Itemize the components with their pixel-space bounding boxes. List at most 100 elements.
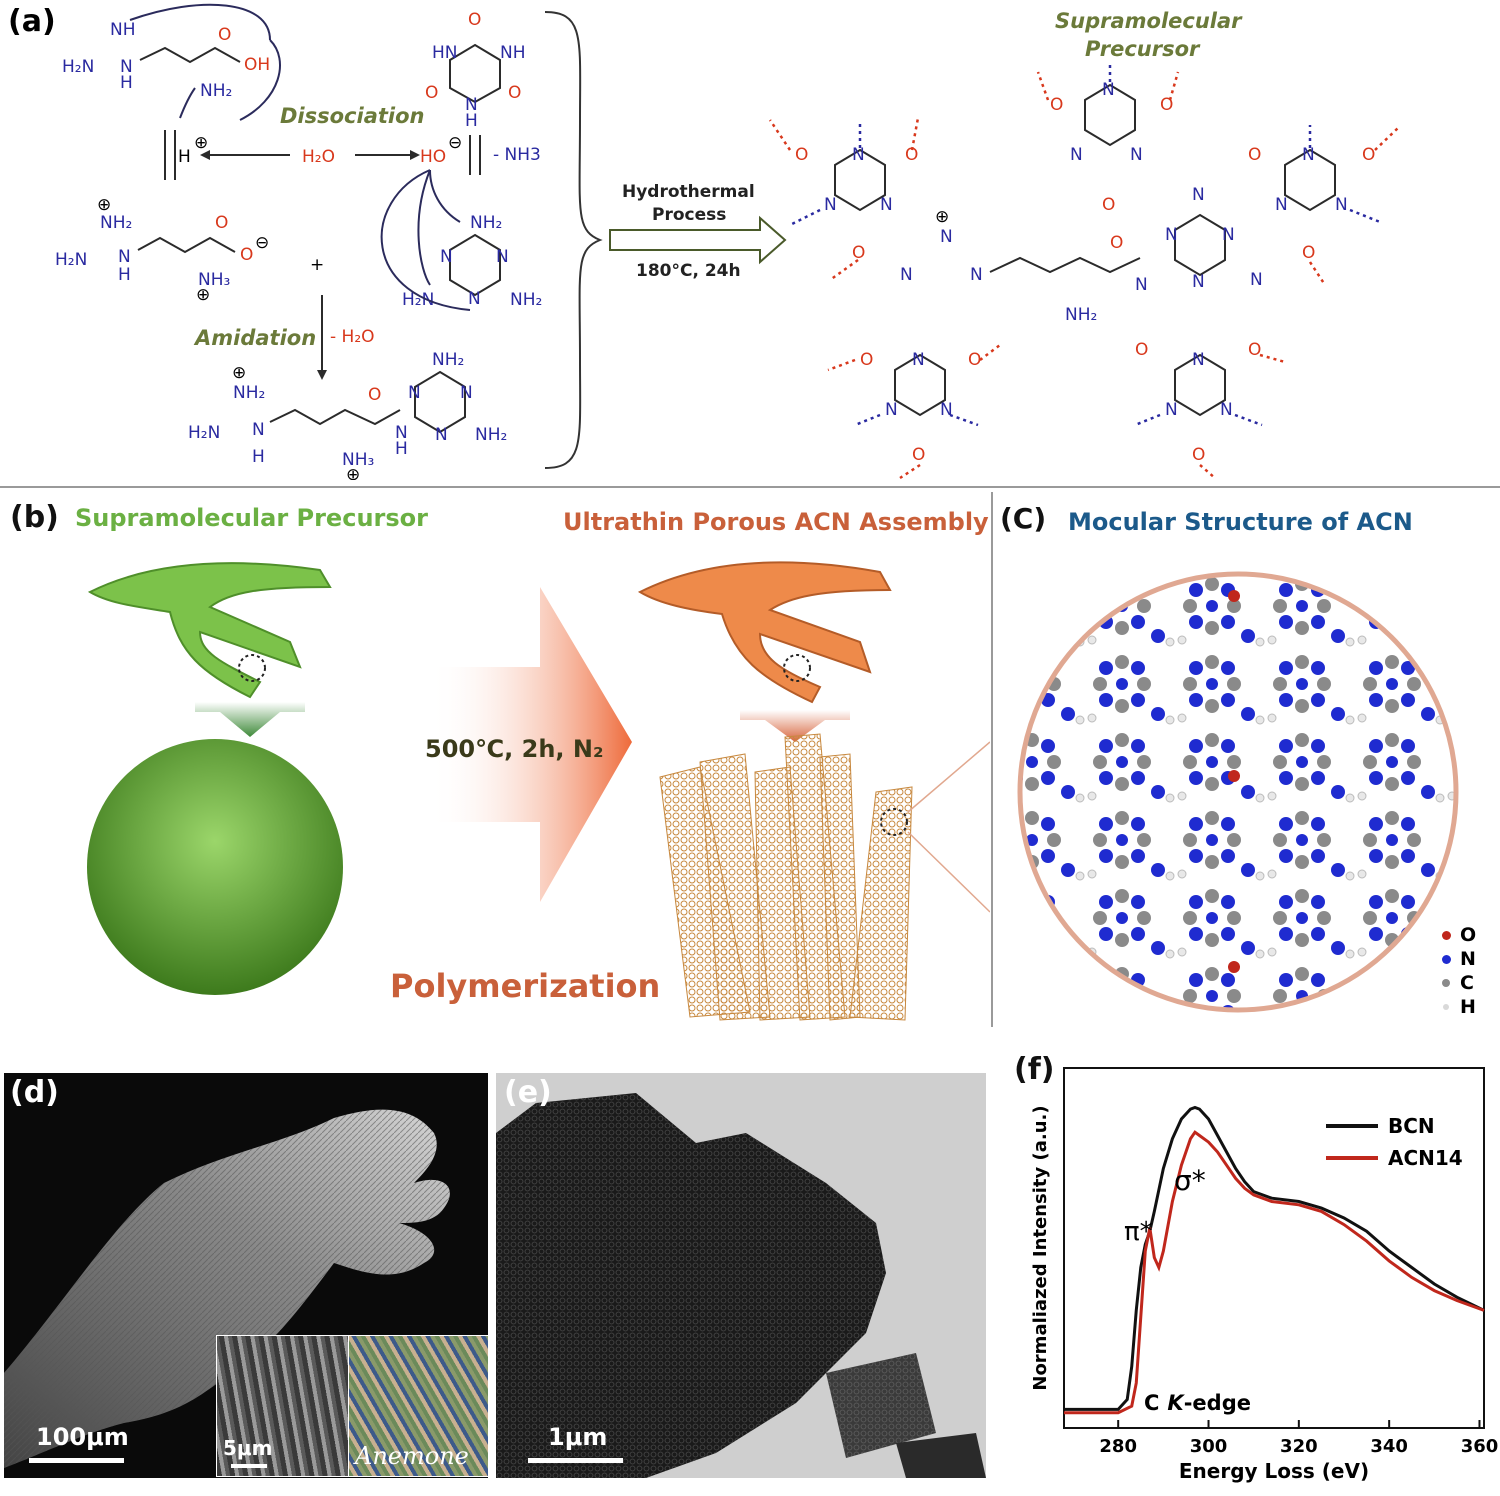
panel-b-polymerization: (b) Supramolecular Precursor Ultrathin P… [0, 492, 990, 1027]
legend-label-bcn: BCN [1388, 1114, 1435, 1138]
svg-text:O: O [1135, 340, 1148, 360]
reaction-scheme-drawing: NH H₂N N H O OH NH₂ H ⊕ H₂O HO ⊖ Dissoci… [55, 3, 1399, 480]
svg-text:O: O [1102, 195, 1115, 215]
hydrothermal-line-1: Hydrothermal [622, 182, 755, 202]
protonated-arginine: ⊕ NH₂ H₂N N H O O ⊖ NH₃ ⊕ [55, 195, 269, 305]
y-axis-label: Normaliazed Intensity (a.u.) [1030, 1105, 1051, 1390]
minus-h2o-label: - H₂O [330, 327, 375, 347]
amidation-label: Amidation [193, 326, 316, 350]
anemone-label: Anemone [355, 1442, 469, 1470]
panel-c-molecular-structure: (C) Mocular Structure of ACN O [996, 492, 1500, 1027]
svg-text:NH₂: NH₂ [1065, 305, 1097, 325]
svg-text:NH₂: NH₂ [233, 383, 265, 403]
svg-text:N: N [252, 420, 265, 440]
svg-text:H₂N: H₂N [402, 290, 434, 310]
svg-text:N: N [970, 265, 983, 285]
inset-scale-line [231, 1464, 267, 1468]
legend-item-o: O [1440, 924, 1500, 948]
svg-text:N: N [1070, 145, 1083, 165]
arginine-molecule: NH H₂N N H O OH NH₂ [62, 3, 281, 121]
svg-text:N: N [880, 195, 893, 215]
svg-text:N: N [1220, 400, 1233, 420]
scale-bar-1um: 1μm [548, 1423, 608, 1451]
svg-text:N: N [1192, 185, 1205, 205]
svg-text:HN: HN [432, 43, 458, 63]
svg-text:N: N [408, 383, 421, 403]
panel-f-label: (f) [1014, 1052, 1055, 1087]
green-nanorod-zoom [87, 739, 343, 995]
svg-text:N: N [120, 57, 133, 77]
panel-c-label: (C) [1000, 502, 1047, 535]
svg-text:+: + [310, 255, 324, 275]
x-tick-label: 280 [1099, 1436, 1137, 1457]
svg-text:NH₂: NH₂ [510, 290, 542, 310]
svg-text:NH₂: NH₂ [432, 350, 464, 370]
svg-text:N: N [395, 423, 408, 443]
svg-text:N: N [852, 145, 865, 165]
svg-text:⊕: ⊕ [97, 195, 111, 215]
green-branch-precursor [87, 562, 332, 699]
svg-text:O: O [1362, 145, 1375, 165]
svg-text:⊖: ⊖ [255, 233, 269, 253]
legend-dot-h [1443, 1004, 1449, 1010]
legend-item-h: H [1440, 996, 1500, 1020]
svg-text:O: O [425, 83, 438, 103]
scale-bar-100um: 100μm [36, 1423, 129, 1451]
svg-text:N: N [1192, 350, 1205, 370]
legend-dot-o [1442, 931, 1451, 940]
svg-text:O: O [912, 445, 925, 465]
panel-a-reaction-scheme: (a) NH H₂N N H O OH NH₂ H ⊕ H₂O HO ⊖ Dis… [0, 0, 1500, 480]
svg-text:H: H [178, 147, 191, 167]
svg-text:O: O [860, 350, 873, 370]
supramolecular-label-2: Precursor [1085, 37, 1201, 61]
inset-anemone-photo: Anemone [348, 1335, 488, 1477]
svg-text:H₂N: H₂N [188, 423, 220, 443]
svg-text:⊕: ⊕ [194, 133, 208, 153]
svg-text:N: N [440, 247, 453, 267]
svg-text:N: N [1165, 400, 1178, 420]
minus-nh3-label: - NH3 [493, 145, 541, 165]
svg-text:O: O [968, 350, 981, 370]
x-axis-label: Energy Loss (eV) [1179, 1459, 1369, 1483]
pi-peak-label: π* [1124, 1217, 1153, 1247]
panel-d-label: (d) [10, 1075, 59, 1110]
svg-text:H: H [120, 73, 133, 93]
svg-text:O: O [905, 145, 918, 165]
polymerization-label: Polymerization [390, 967, 660, 1005]
orange-branch-acn [637, 561, 892, 704]
svg-text:N: N [1165, 225, 1178, 245]
svg-text:N: N [900, 265, 913, 285]
panel-e-tem-image: (e) 1μm [496, 1073, 986, 1478]
cyanuric-acid-molecule: O HN NH O O N H [425, 10, 526, 131]
svg-text:NH₃: NH₃ [342, 450, 374, 470]
svg-text:NH: NH [110, 20, 136, 40]
svg-text:O: O [215, 213, 228, 233]
legend-item-n: N [1440, 948, 1500, 972]
svg-text:O: O [795, 145, 808, 165]
legend-label-h: H [1460, 996, 1476, 1018]
svg-text:O: O [468, 10, 481, 30]
svg-text:N: N [824, 195, 837, 215]
svg-text:N: N [496, 247, 509, 267]
svg-text:⊕: ⊕ [346, 465, 360, 480]
supramolecular-network: N N N O O O N O O N N O N O O N N O [768, 62, 1399, 480]
polymerization-conditions: 500℃, 2h, N₂ [425, 735, 604, 763]
panel-e-label: (e) [504, 1075, 552, 1110]
svg-text:N: N [912, 350, 925, 370]
polymerization-illustration: 500℃, 2h, N₂ Polymerization [87, 561, 990, 1021]
svg-text:O: O [1050, 95, 1063, 115]
svg-text:⊖: ⊖ [448, 133, 462, 153]
plot-frame [1063, 1067, 1485, 1429]
legend-item-c: C [1440, 972, 1500, 996]
sigma-peak-label: σ* [1174, 1164, 1206, 1197]
series-line-acn14 [1064, 1130, 1485, 1415]
acn-assembly-title: Ultrathin Porous ACN Assembly [563, 508, 989, 536]
svg-text:N: N [465, 95, 478, 115]
sem-micrograph [4, 1109, 450, 1468]
svg-text:⊕: ⊕ [196, 285, 210, 305]
tem-micrograph [496, 1093, 986, 1478]
svg-text:NH: NH [500, 43, 526, 63]
svg-text:O: O [1110, 233, 1123, 253]
